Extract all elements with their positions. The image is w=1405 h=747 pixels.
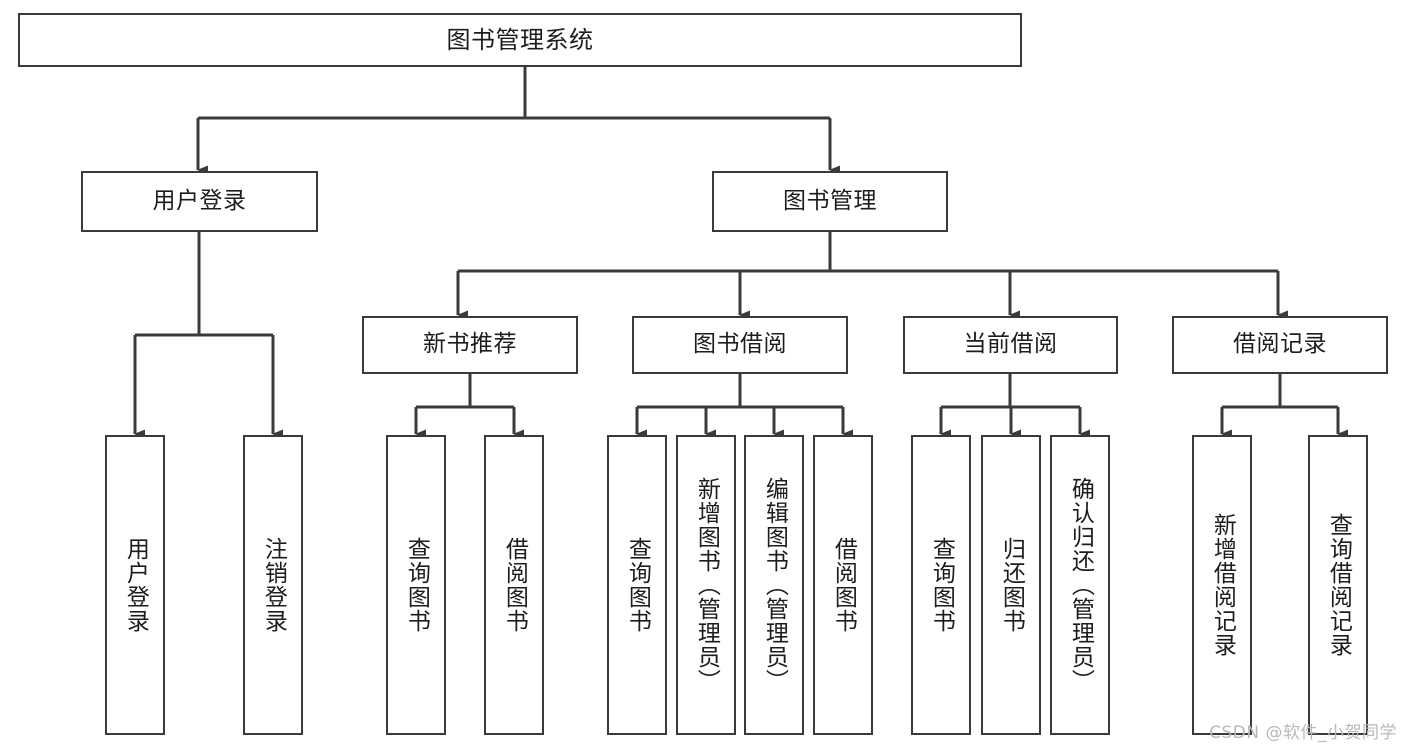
leaf-node[interactable]: 借阅图书 [813,435,873,735]
leaf-node[interactable]: 新增借阅记录 [1192,435,1252,735]
leaf-node[interactable]: 查询借阅记录 [1308,435,1368,735]
leaf-node[interactable]: 注销登录 [243,435,303,735]
leaf-label: 归还图书 [998,537,1025,633]
leaf-node[interactable]: 确认归还（管理员） [1050,435,1110,735]
leaf-label: 借阅图书 [830,537,857,633]
node-root[interactable]: 图书管理系统 [18,13,1022,67]
leaf-label: 查询图书 [624,537,651,633]
node-book-management[interactable]: 图书管理 [712,171,948,232]
leaf-label: 用户登录 [122,537,149,633]
node-new-book-recommend-label: 新书推荐 [423,331,517,358]
leaf-label: 新增图书（管理员） [693,477,720,693]
leaf-node[interactable]: 用户登录 [105,435,165,735]
leaf-node[interactable]: 查询图书 [386,435,446,735]
node-current-borrow-label: 当前借阅 [963,331,1058,358]
node-book-borrow-label: 图书借阅 [693,331,787,358]
leaf-label: 查询借阅记录 [1325,513,1352,657]
node-current-borrow[interactable]: 当前借阅 [903,316,1118,374]
leaf-label: 编辑图书（管理员） [761,477,788,693]
leaf-label: 确认归还（管理员） [1067,477,1094,693]
node-user-login-label: 用户登录 [152,187,247,214]
leaf-label: 查询图书 [403,537,430,633]
leaf-node[interactable]: 编辑图书（管理员） [744,435,804,735]
node-user-login[interactable]: 用户登录 [81,171,318,232]
leaf-label: 借阅图书 [501,537,528,633]
leaf-node[interactable]: 归还图书 [981,435,1041,735]
leaf-label: 注销登录 [260,537,287,633]
node-new-book-recommend[interactable]: 新书推荐 [362,316,578,374]
leaf-node[interactable]: 新增图书（管理员） [676,435,736,735]
node-book-borrow[interactable]: 图书借阅 [632,316,848,374]
node-root-label: 图书管理系统 [446,25,594,54]
leaf-label: 新增借阅记录 [1209,513,1236,657]
leaf-label: 查询图书 [928,537,955,633]
leaf-node[interactable]: 借阅图书 [484,435,544,735]
leaf-node[interactable]: 查询图书 [911,435,971,735]
leaf-node[interactable]: 查询图书 [607,435,667,735]
node-borrow-record-label: 借阅记录 [1233,331,1327,358]
node-book-management-label: 图书管理 [783,187,877,214]
node-borrow-record[interactable]: 借阅记录 [1172,316,1388,374]
connector-lines [133,67,1348,439]
